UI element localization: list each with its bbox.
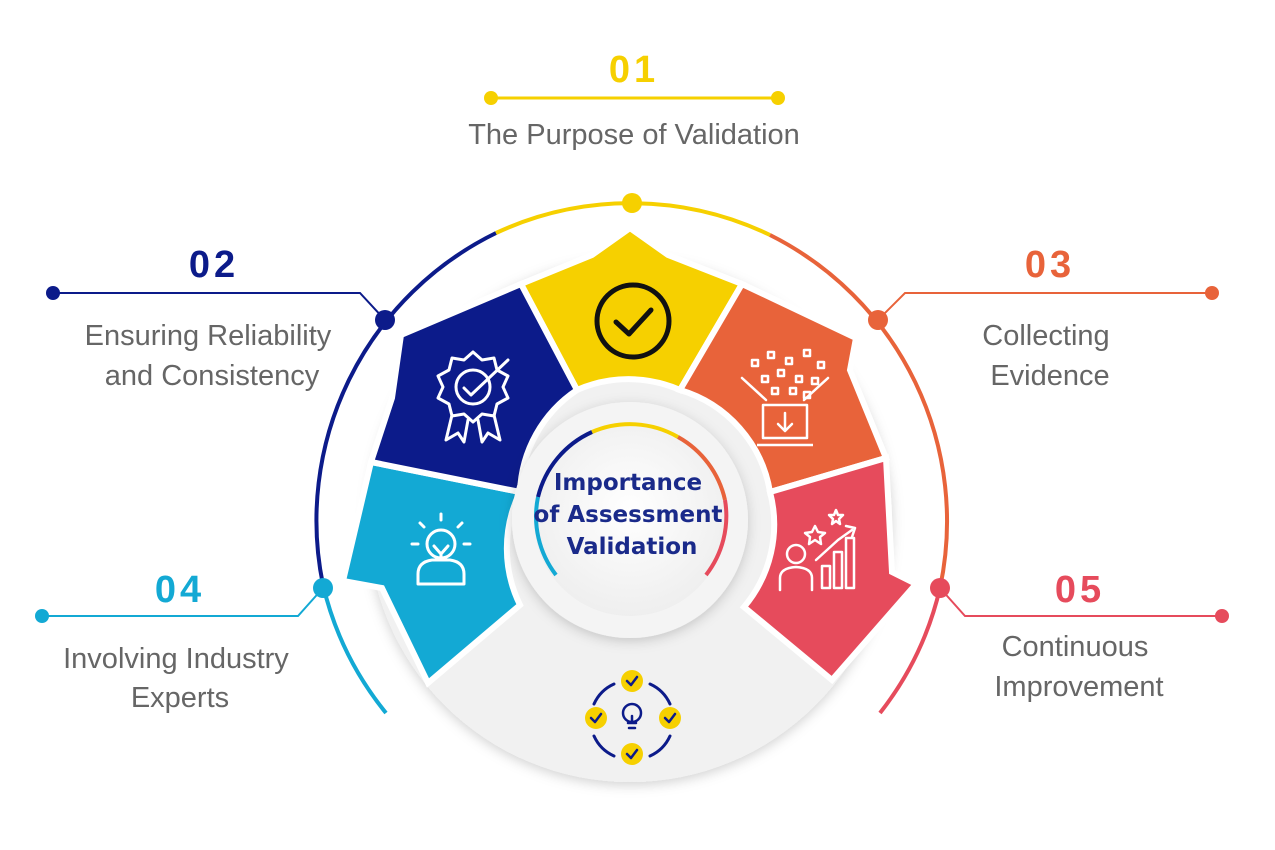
item-04-label: Involving Industry Experts bbox=[63, 643, 297, 714]
center-disc bbox=[534, 424, 726, 616]
item-02-number: 02 bbox=[189, 244, 239, 286]
item-05: 05 Continuous Improvement bbox=[930, 569, 1229, 703]
item-01-number: 01 bbox=[609, 49, 659, 91]
center-arc-navy bbox=[536, 430, 593, 498]
center-title-line-2: of Assessment bbox=[534, 502, 723, 528]
item-04: 04 Involving Industry Experts bbox=[35, 569, 333, 714]
item-02-marker bbox=[375, 310, 395, 330]
item-03-label: Collecting Evidence bbox=[982, 320, 1117, 392]
item-03: 03 Collecting Evidence bbox=[868, 244, 1219, 392]
segment-01 bbox=[516, 224, 747, 394]
item-05-marker bbox=[930, 578, 950, 598]
growth-chart-icon bbox=[778, 508, 857, 592]
outer-arc-blue bbox=[321, 584, 388, 715]
check-circle-icon bbox=[594, 282, 672, 360]
item-01-marker bbox=[622, 193, 642, 213]
center-arc-orange bbox=[677, 435, 727, 501]
item-01: 01 The Purpose of Validation bbox=[468, 49, 800, 213]
lightbulb-person-icon bbox=[410, 512, 472, 586]
center-arc-yellow bbox=[591, 422, 679, 439]
outer-arc-navy bbox=[314, 231, 497, 586]
item-04-number: 04 bbox=[155, 569, 205, 611]
award-badge-icon bbox=[436, 350, 510, 444]
item-04-marker bbox=[313, 578, 333, 598]
center-arc-blue bbox=[534, 496, 558, 577]
item-05-label: Continuous Improvement bbox=[994, 631, 1163, 703]
item-01-label: The Purpose of Validation bbox=[468, 119, 800, 151]
item-03-number: 03 bbox=[1025, 244, 1075, 286]
item-03-marker bbox=[868, 310, 888, 330]
segment-02 bbox=[367, 280, 581, 496]
outer-arc-red bbox=[878, 587, 942, 715]
item-02: 02 Ensuring Reliability and Consistency bbox=[46, 244, 395, 392]
center-arc-red bbox=[704, 499, 729, 577]
laptop-data-icon bbox=[740, 348, 830, 447]
item-02-label: Ensuring Reliability and Consistency bbox=[85, 320, 340, 392]
center-title-line-1: Importance bbox=[554, 470, 702, 496]
center-title: Importance of Assessment Validation bbox=[534, 470, 731, 560]
outer-arc-orange bbox=[769, 233, 949, 589]
center-title-line-3: Validation bbox=[567, 534, 698, 560]
idea-cycle-icon bbox=[585, 670, 681, 765]
item-05-number: 05 bbox=[1055, 569, 1105, 611]
